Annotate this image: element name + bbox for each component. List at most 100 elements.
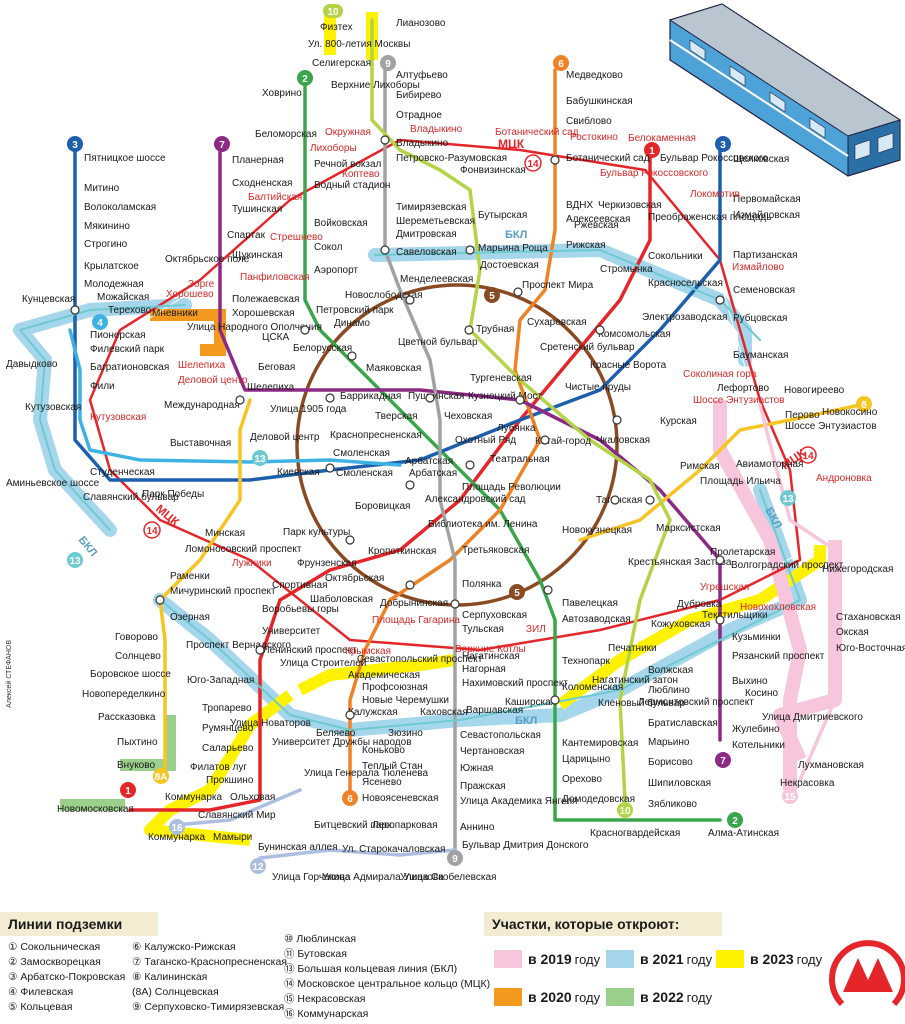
legend-line-item: ⑧ Калининская (132, 971, 208, 983)
station-label: Измайловская (733, 210, 800, 221)
svg-text:13: 13 (254, 454, 266, 465)
station-label: Волоколамская (84, 202, 156, 213)
station-label: Ломоносовский проспект (185, 544, 302, 555)
station-label: Белорусская (293, 343, 352, 354)
station-label: Новокузнецкая (562, 525, 632, 536)
interchange (465, 245, 475, 255)
station-label: Кожуховская (651, 619, 710, 630)
station-label: Автозаводская (562, 614, 631, 625)
station-label: Ростокино (570, 132, 618, 143)
station-label: Цветной бульвар (398, 336, 478, 348)
station-label: Нагатинский затон (592, 675, 678, 686)
station-label: Беговая (258, 362, 295, 373)
station-label: Римская (680, 461, 720, 472)
station-label: Царицыно (562, 754, 611, 765)
station-label: Ленинский проспект (263, 645, 357, 656)
station-label: Александровский сад (425, 494, 526, 505)
station-label: Хорошево (166, 289, 214, 300)
station-label: Шереметьевская (396, 216, 475, 227)
station-label: Киевская (277, 467, 320, 478)
legend-line-item: ⑨ Серпуховско-Тимирязевская (132, 1001, 285, 1013)
interchange (70, 305, 80, 315)
station-label: Сходненская (232, 178, 292, 189)
interchange (595, 325, 605, 335)
station-label: Люблино (648, 684, 690, 696)
svg-text:6: 6 (347, 794, 353, 805)
station-label: Юго-Восточная (836, 643, 905, 654)
interchange (405, 580, 415, 590)
interchange (405, 295, 415, 305)
line-8 (578, 403, 862, 542)
station-label: Белокаменная (628, 133, 696, 144)
station-label: Давыдково (6, 359, 58, 370)
station-label: Коломенская (562, 682, 623, 693)
station-label: Электрозаводская (642, 312, 727, 323)
station-label: Севастопольский проспект (357, 654, 483, 665)
station-label: Верхние Лихоборы (331, 79, 420, 91)
line-8a (158, 398, 252, 772)
station-label: Локомотив (690, 189, 740, 200)
station-label: Комсомольская (598, 329, 671, 340)
station-label: Строгино (84, 239, 128, 250)
station-label: Маяковская (366, 363, 421, 374)
station-label: Битцевский парк (314, 820, 392, 831)
station-label: Бунинская аллея (258, 842, 338, 853)
station-label: Ул. 800-летия Москвы (308, 39, 410, 50)
station-label: Кутузовская (25, 402, 81, 413)
station-label: Стрешнево (270, 232, 323, 243)
svg-text:13: 13 (782, 494, 794, 505)
station-label: Студенческая (90, 467, 155, 478)
station-label: Шаболовская (310, 593, 373, 605)
station-label: Фили (90, 381, 115, 392)
station-label: Можайская (97, 292, 149, 303)
interchange (347, 351, 357, 361)
station-label: Арбатская (409, 467, 457, 479)
station-label: Павелецкая (562, 598, 618, 609)
interchange (255, 645, 265, 655)
legend: Линии подземки ① Сокольническая ② Замоск… (0, 912, 905, 1024)
station-label: Октябрьское поле (165, 253, 250, 265)
station-label: Савеловская (396, 247, 457, 258)
station-label: Панфиловская (240, 271, 309, 283)
station-label: Ул. Старокачаловская (342, 844, 445, 855)
swatch-2021 (606, 950, 634, 968)
station-label: Театральная (490, 454, 550, 465)
station-label: Зябликово (648, 798, 697, 810)
station-label: Чертановская (460, 746, 524, 757)
station-label: Селигерская (312, 58, 371, 69)
station-label: Дмитровская (396, 229, 457, 240)
station-label: Пыхтино (117, 737, 158, 748)
interchange (380, 245, 390, 255)
station-label: Варшавская (466, 705, 523, 716)
svg-text:13: 13 (69, 556, 81, 567)
station-label: Шоссе Энтузиастов (785, 421, 877, 432)
station-label: Верхние Котлы (455, 644, 526, 655)
station-label: Технопарк (562, 656, 611, 667)
badge-line-8a: 8A (153, 768, 169, 784)
svg-text:3: 3 (720, 140, 726, 151)
station-label: Беломорская (255, 129, 317, 140)
station-label: Третьяковская (462, 545, 529, 556)
station-label: Марьина Роща (478, 243, 548, 254)
interchange (380, 135, 390, 145)
interchange-dots (70, 135, 725, 720)
station-label: Первомайская (733, 194, 801, 205)
svg-text:6: 6 (558, 59, 564, 70)
badge-line-13-center: 13 (252, 450, 268, 466)
station-label: Серпуховская (462, 610, 527, 621)
station-label: Стромынка (600, 264, 653, 275)
station-label: Говорово (115, 632, 158, 643)
interchange (345, 535, 355, 545)
station-label: Улица Академика Янгеля (460, 796, 577, 807)
station-label: Новые Черемушки (362, 695, 449, 706)
station-label: Бульвар Рокоссовского (600, 168, 708, 179)
badge-line-14-north: 14 (524, 154, 542, 172)
interchange (465, 460, 475, 470)
station-label: Лухмановская (798, 760, 864, 771)
station-label: Щукинская (232, 250, 283, 261)
station-label: Улица Новаторов (230, 718, 311, 729)
station-label: Пражская (460, 781, 506, 792)
station-label: Спартак (227, 230, 266, 241)
station-label: Кузьминки (732, 632, 781, 643)
line-16 (173, 788, 302, 827)
